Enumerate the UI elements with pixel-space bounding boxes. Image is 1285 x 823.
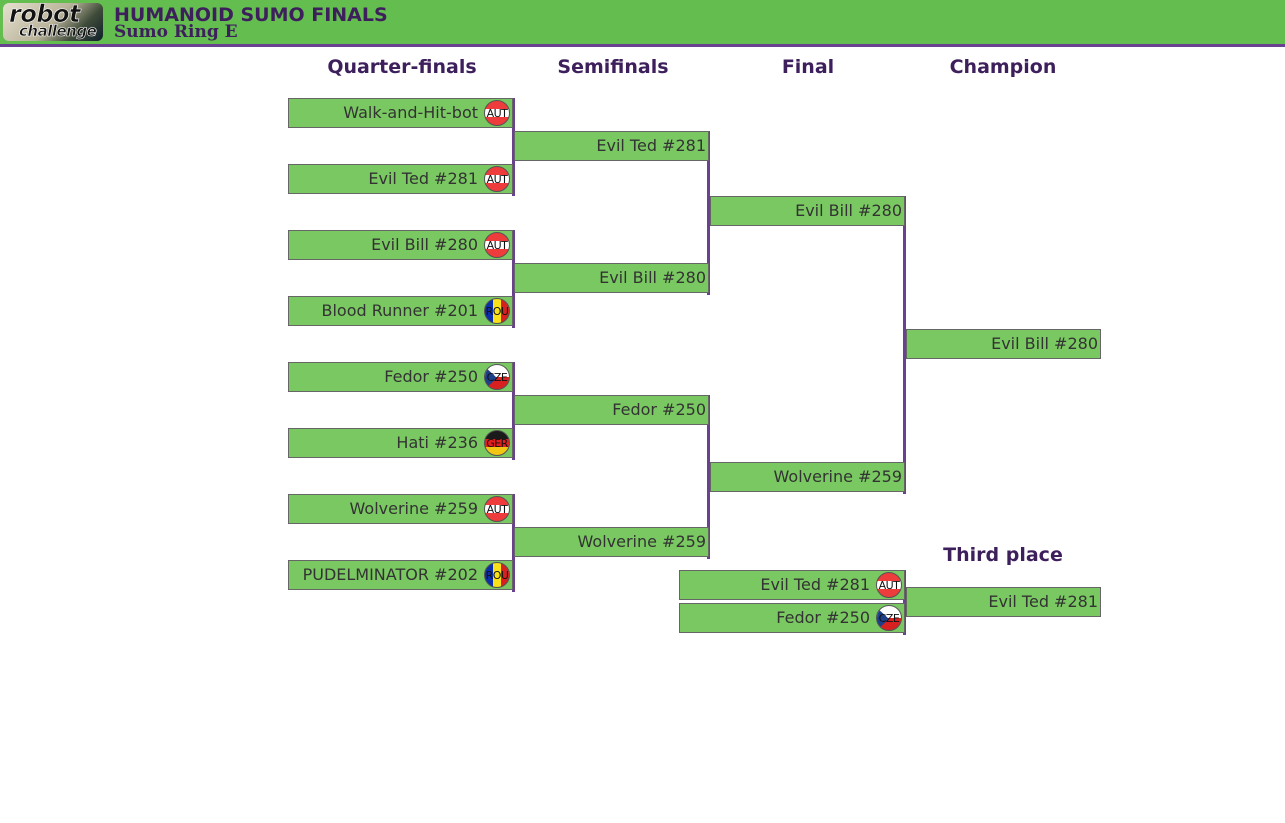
third-place-entry: Evil Ted #281: [906, 587, 1101, 617]
competitor-name: Wolverine #259: [349, 499, 478, 518]
bracket-line: [903, 570, 906, 635]
qf-entry-5: Fedor #250 CZE: [288, 362, 513, 392]
sf-entry-1: Evil Ted #281: [514, 131, 709, 161]
final-entry-2: Wolverine #259: [710, 462, 905, 492]
qf-entry-2: Evil Ted #281 AUT: [288, 164, 513, 194]
qf-entry-3: Evil Bill #280 AUT: [288, 230, 513, 260]
competitor-name: Evil Ted #281: [988, 592, 1098, 611]
heading-third-place: Third place: [943, 544, 1063, 566]
competitor-name: Wolverine #259: [577, 532, 706, 551]
czech-flag-icon: CZE: [876, 605, 902, 631]
qf-entry-1: Walk-and-Hit-bot AUT: [288, 98, 513, 128]
romania-flag-icon: ROU: [484, 298, 510, 324]
competitor-name: Fedor #250: [776, 608, 870, 627]
romania-flag-icon: ROU: [484, 562, 510, 588]
competitor-name: Wolverine #259: [773, 467, 902, 486]
bracket-line: [903, 196, 906, 494]
competitor-name: PUDELMINATOR #202: [302, 565, 478, 584]
sf-entry-3: Fedor #250: [514, 395, 709, 425]
bracket-line: [512, 98, 515, 196]
sf-entry-4: Wolverine #259: [514, 527, 709, 557]
qf-entry-4: Blood Runner #201 ROU: [288, 296, 513, 326]
competitor-name: Walk-and-Hit-bot: [343, 103, 478, 122]
competitor-name: Evil Ted #281: [596, 136, 706, 155]
page-title: HUMANOID SUMO FINALS: [114, 4, 388, 26]
qf-entry-8: PUDELMINATOR #202 ROU: [288, 560, 513, 590]
third-place-match-entry-1: Evil Ted #281 AUT: [679, 570, 905, 600]
heading-champion: Champion: [949, 56, 1057, 78]
austria-flag-icon: AUT: [876, 572, 902, 598]
logo-text-challenge: challenge: [19, 22, 97, 41]
czech-flag-icon: CZE: [484, 364, 510, 390]
competitor-name: Evil Ted #281: [368, 169, 478, 188]
app-header: robot challenge HUMANOID SUMO FINALS Sum…: [0, 0, 1285, 47]
austria-flag-icon: AUT: [484, 496, 510, 522]
champion-entry: Evil Bill #280: [906, 329, 1101, 359]
logo-text-robot: robot: [9, 3, 81, 28]
competitor-name: Evil Bill #280: [371, 235, 478, 254]
third-place-match-entry-2: Fedor #250 CZE: [679, 603, 905, 633]
sf-entry-2: Evil Bill #280: [514, 263, 709, 293]
competitor-name: Evil Bill #280: [795, 201, 902, 220]
austria-flag-icon: AUT: [484, 232, 510, 258]
heading-quarterfinals: Quarter-finals: [327, 56, 477, 78]
country-code: CZE: [878, 611, 900, 625]
competitor-name: Hati #236: [396, 433, 478, 452]
bracket-line: [512, 494, 515, 592]
country-code: CZE: [486, 370, 508, 384]
competitor-name: Fedor #250: [612, 400, 706, 419]
competitor-name: Evil Bill #280: [599, 268, 706, 287]
bracket-line: [707, 395, 710, 559]
heading-semifinals: Semifinals: [557, 56, 669, 78]
page-subtitle: Sumo Ring E: [114, 22, 238, 42]
competitor-name: Evil Ted #281: [760, 575, 870, 594]
qf-entry-7: Wolverine #259 AUT: [288, 494, 513, 524]
bracket-line: [707, 131, 710, 295]
heading-final: Final: [781, 56, 835, 78]
qf-entry-6: Hati #236 GER: [288, 428, 513, 458]
bracket-line: [512, 362, 515, 460]
final-entry-1: Evil Bill #280: [710, 196, 905, 226]
germany-flag-icon: GER: [484, 430, 510, 456]
competitor-name: Blood Runner #201: [321, 301, 478, 320]
competitor-name: Evil Bill #280: [991, 334, 1098, 353]
bracket-line: [512, 230, 515, 328]
competitor-name: Fedor #250: [384, 367, 478, 386]
robot-challenge-logo: robot challenge: [3, 3, 103, 41]
austria-flag-icon: AUT: [484, 166, 510, 192]
austria-flag-icon: AUT: [484, 100, 510, 126]
